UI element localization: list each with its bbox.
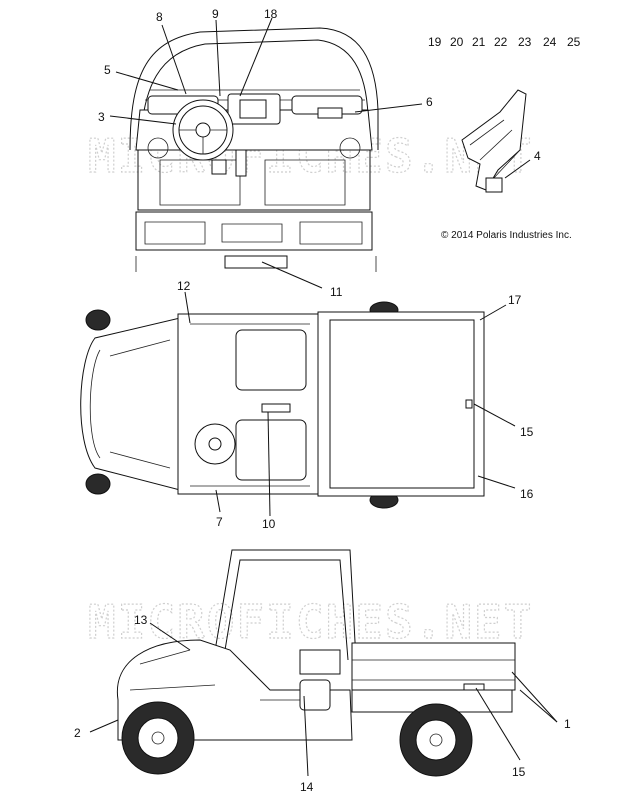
callout-4: 4 [534,149,541,163]
callout-10: 10 [262,517,276,531]
callout-labels: 8 9 18 5 3 6 4 11 12 17 15 16 7 10 13 2 … [74,7,571,794]
callout-7: 7 [216,515,223,529]
part-number: 24 [543,35,557,49]
callout-13: 13 [134,613,148,627]
callout-15-bottom: 15 [512,765,526,779]
callout-16: 16 [520,487,534,501]
hitch-bracket-view [461,89,527,193]
copyright-text: © 2014 Polaris Industries Inc. [441,230,572,241]
callout-15-top: 15 [520,425,534,439]
part-list-numbers: 19 20 21 22 23 24 25 [428,35,581,49]
watermark-bottom: MICROFICHES.NET [88,595,533,649]
callout-6: 6 [426,95,433,109]
callout-11: 11 [330,285,343,299]
part-number: 25 [567,35,581,49]
callout-8: 8 [156,10,163,24]
callout-2: 2 [74,726,81,740]
part-number: 21 [472,35,486,49]
side-view [116,549,516,777]
part-number: 20 [450,35,464,49]
callout-9: 9 [212,7,219,21]
callout-14: 14 [300,780,314,794]
part-number: 22 [494,35,508,49]
part-number: 23 [518,35,532,49]
callout-17: 17 [508,293,522,307]
top-view [80,301,485,509]
dashboard-view [129,27,379,272]
leader-lines [89,17,558,777]
callout-18: 18 [264,7,278,21]
part-number: 19 [428,35,442,49]
callout-5: 5 [104,63,111,77]
callout-12: 12 [177,279,191,293]
callout-1: 1 [564,717,571,731]
callout-3: 3 [98,110,105,124]
